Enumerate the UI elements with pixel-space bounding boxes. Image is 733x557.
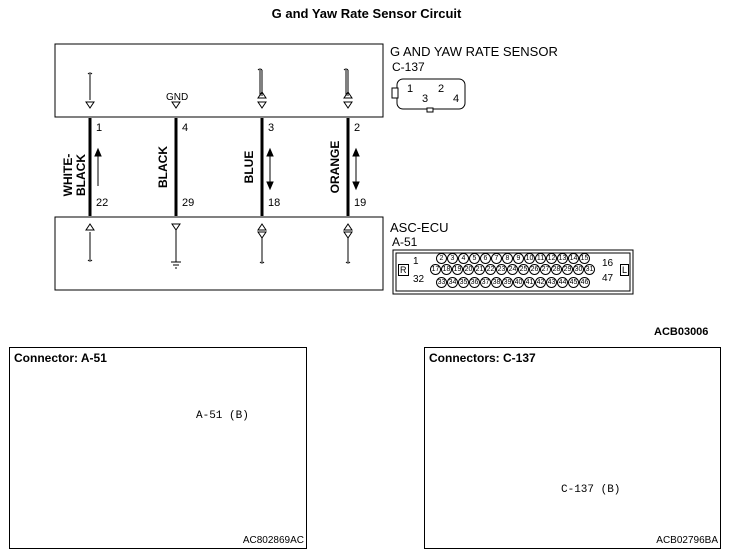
ecu-pin-12: 12 [546,253,557,264]
ecu-pin-15: 15 [579,253,590,264]
ecu-pin-19: 19 [452,264,463,275]
ecu-pin-31: 31 [584,264,595,275]
ecu-pin-21: 21 [474,264,485,275]
sensor-pin-1: 1 [407,83,414,95]
wire-2-bottom-pin: 29 [182,197,195,209]
sensor-pin-4: 4 [453,93,460,105]
ecu-pin-44: 44 [557,277,568,288]
wire-2-color: BLACK [156,146,170,188]
ecu-box [54,216,384,291]
ecu-pin-29: 29 [562,264,573,275]
panel-connector-c137: Connectors: C-137 C-137 (B) ACB02796BA [424,347,721,549]
sensor-connector-icon [391,78,466,113]
ecu-pin-6: 6 [480,253,491,264]
ecu-pin-25: 25 [518,264,529,275]
ecu-pin-7: 7 [491,253,502,264]
panel-right-title: Connectors: C-137 [429,351,536,365]
ecu-pin-1: 1 [413,256,419,267]
ecu-pin-18: 18 [441,264,452,275]
panel-left-title: Connector: A-51 [14,351,107,365]
ecu-pin-40: 40 [513,277,524,288]
ecu-pin-43: 43 [546,277,557,288]
ecu-pin-13: 13 [557,253,568,264]
ecu-right-key: L [620,264,630,276]
ecu-pin-47: 47 [602,273,614,284]
sensor-name: G AND YAW RATE SENSOR [390,44,558,59]
panel-right-callout: C-137 (B) [561,484,621,496]
sensor-box [54,43,384,118]
ecu-pin-41: 41 [524,277,535,288]
ecu-pin-37: 37 [480,277,491,288]
ecu-pin-3: 3 [447,253,458,264]
wire-3-color: BLUE [242,150,256,184]
wire-2-top-pin: 4 [182,122,189,134]
wire-1-bottom-pin: 22 [96,197,109,209]
ecu-pin-22: 22 [485,264,496,275]
wire-4-top-pin: 2 [354,122,361,134]
gnd-label: GND [166,92,189,103]
ecu-pin-42: 42 [535,277,546,288]
ecu-pin-2: 2 [436,253,447,264]
ecu-pin-30: 30 [573,264,584,275]
wire-3-top-pin: 3 [268,122,275,134]
ecu-pin-16: 16 [602,258,614,269]
ecu-pin-8: 8 [502,253,513,264]
panel-right-code: ACB02796BA [656,535,718,546]
panel-connector-a51: Connector: A-51 A-51 (B) AC802869AC [9,347,307,549]
panel-left-callout: A-51 (B) [196,410,249,422]
wire-4-bottom-pin: 19 [354,197,367,209]
wire-4-color: ORANGE [328,140,342,194]
ecu-pin-17: 17 [430,264,441,275]
ecu-connector-id: A-51 [392,235,418,249]
ecu-left-key: R [398,264,409,276]
ecu-connector-icon [392,249,634,295]
wire-1-color: WHITE- BLACK [61,153,88,197]
ecu-pin-35: 35 [458,277,469,288]
ecu-pin-28: 28 [551,264,562,275]
ecu-pin-9: 9 [513,253,524,264]
panel-left-code: AC802869AC [242,535,304,546]
ecu-pin-36: 36 [469,277,480,288]
ecu-pin-45: 45 [568,277,579,288]
ecu-pin-26: 26 [529,264,540,275]
diagram-code: ACB03006 [654,326,709,338]
ecu-pin-23: 23 [496,264,507,275]
ecu-name: ASC-ECU [390,220,449,235]
ecu-pin-39: 39 [502,277,513,288]
ecu-pin-20: 20 [463,264,474,275]
diagram-title: G and Yaw Rate Sensor Circuit [271,6,462,21]
ecu-pin-14: 14 [568,253,579,264]
ecu-pin-5: 5 [469,253,480,264]
ecu-pin-27: 27 [540,264,551,275]
sensor-connector-id: C-137 [392,60,425,74]
ecu-pin-32: 32 [413,274,425,285]
ecu-pin-11: 11 [535,253,546,264]
ecu-pin-10: 10 [524,253,535,264]
sensor-pin-3: 3 [422,93,429,105]
sensor-pin-2: 2 [438,83,445,95]
ecu-pin-4: 4 [458,253,469,264]
wire-3-bottom-pin: 18 [268,197,281,209]
ecu-pin-38: 38 [491,277,502,288]
wire-1-top-pin: 1 [96,122,103,134]
ecu-pin-33: 33 [436,277,447,288]
ecu-pin-24: 24 [507,264,518,275]
ecu-pin-46: 46 [579,277,590,288]
ecu-pin-34: 34 [447,277,458,288]
